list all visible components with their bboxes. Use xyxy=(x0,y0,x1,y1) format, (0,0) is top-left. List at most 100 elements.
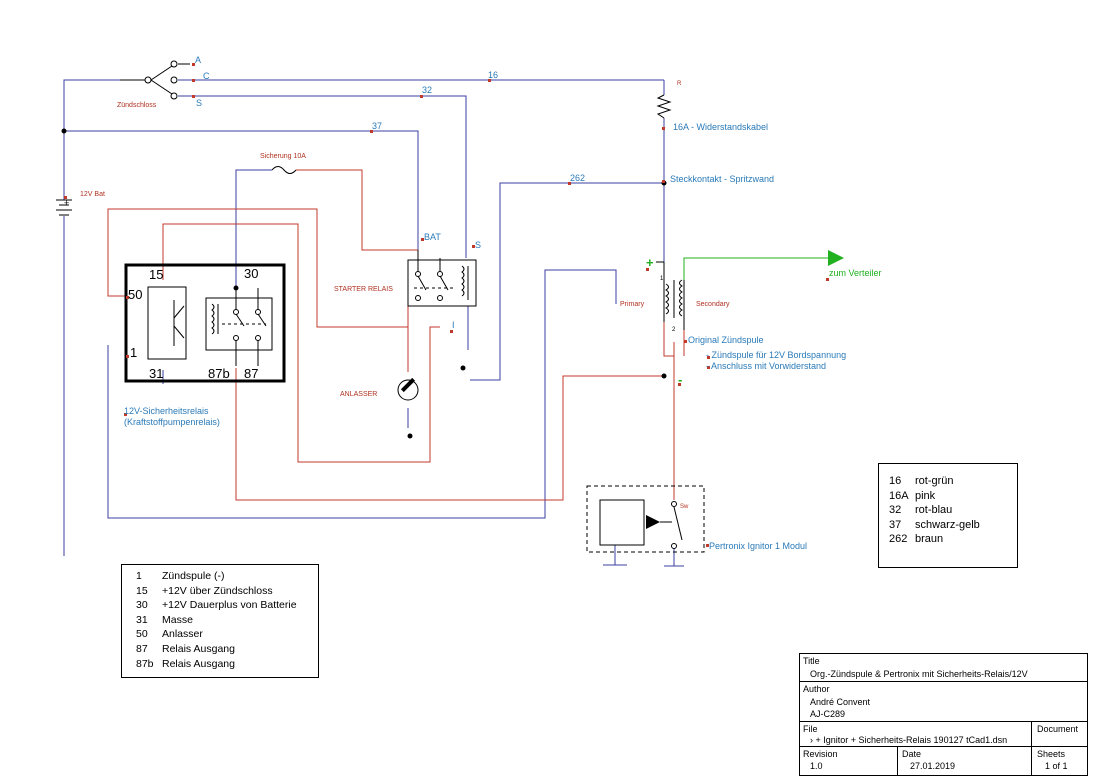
wire-37 xyxy=(64,130,419,258)
pin-87b: 87b xyxy=(208,366,230,381)
wire-87 xyxy=(235,368,664,501)
net-markers xyxy=(64,63,829,547)
distributor-label: zum Verteiler xyxy=(829,268,882,278)
wire-16-label: 16 xyxy=(488,70,498,80)
wire-32 xyxy=(178,95,467,258)
wire-15 xyxy=(162,223,440,463)
starter-label: ANLASSER xyxy=(340,391,377,398)
resistor-ref: R xyxy=(677,81,682,87)
coil-name: Original Zündspule xyxy=(688,335,764,345)
coil-pin2: 2 xyxy=(672,327,676,333)
distributor-arrow xyxy=(828,250,844,266)
pertronix-symbol xyxy=(586,485,705,553)
starter-relay-label: STARTER RELAIS xyxy=(334,286,393,293)
pin-50: 50 xyxy=(128,287,142,302)
wire-32-label: 32 xyxy=(422,85,432,95)
starter-relay-bat: BAT xyxy=(424,232,441,242)
red-wires xyxy=(107,169,685,501)
ignitor-label: Pertronix Ignitor 1 Modul xyxy=(709,541,807,551)
wire-fuse-bat xyxy=(296,169,418,251)
author-label: Author xyxy=(803,684,830,694)
starter-relay-i: I xyxy=(452,320,455,330)
pin-15: 15 xyxy=(149,267,163,282)
coil-secondary: Secondary xyxy=(696,301,730,308)
revision-cell: Revision 1.0 Date 27.01.2019 Sheets 1 of… xyxy=(800,747,1087,775)
date-label: Date xyxy=(902,749,922,759)
starter-relay-symbol xyxy=(407,250,477,307)
pin-87: 87 xyxy=(244,366,258,381)
coil-note-1: - Zündspule für 12V Bordspannung xyxy=(706,350,846,360)
wire-262-label: 262 xyxy=(570,173,585,183)
wire-battery-switch xyxy=(63,79,120,200)
sheets-value: 1 of 1 xyxy=(1045,761,1068,771)
ignition-coil-symbol xyxy=(656,261,685,330)
coil-pin1: 1 xyxy=(660,276,664,282)
pin-1: 1 xyxy=(130,345,137,360)
wire-87b-return xyxy=(107,269,617,519)
coil-minus: - xyxy=(678,372,682,387)
pin-30: 30 xyxy=(244,266,258,281)
coil-note-2: - Anschluss mit Vorwiderstand xyxy=(706,361,826,371)
safety-relay-symbol xyxy=(124,263,286,383)
legend-row: 15+12V über Zündschloss xyxy=(136,584,273,597)
connector-label: Steckkontakt - Spritzwand xyxy=(670,174,774,184)
file-value: › + Ignitor + Sicherheits-Relais 190127 … xyxy=(810,735,1008,745)
legend-row: 30+12V Dauerplus von Batterie xyxy=(136,599,297,612)
switch-pos-c: C xyxy=(203,71,210,81)
coil-primary: Primary xyxy=(620,301,645,308)
title-label: Title xyxy=(803,656,820,666)
ignition-switch-symbol xyxy=(120,60,190,100)
starter-motor-symbol xyxy=(397,377,419,401)
revision-label: Revision xyxy=(803,749,838,759)
blue-wires xyxy=(63,79,684,567)
fuse-symbol xyxy=(271,166,297,174)
sheets-label: Sheets xyxy=(1037,749,1066,759)
date-value: 27.01.2019 xyxy=(910,761,956,771)
coil-plus: + xyxy=(646,255,654,270)
author-value: André Convent xyxy=(810,697,871,707)
resistor-symbol xyxy=(656,94,672,119)
starter-relay-s: S xyxy=(475,240,481,250)
resistor-label: 16A - Widerstandskabel xyxy=(673,122,768,132)
junctions xyxy=(61,128,667,439)
battery-symbol xyxy=(56,199,72,216)
document-label: Document xyxy=(1037,724,1079,734)
file-label: File xyxy=(803,724,818,734)
wire-to-distributor xyxy=(683,257,828,280)
wire-pin30 xyxy=(235,169,272,288)
switch-pos-s: S xyxy=(196,98,202,108)
wire-37-label: 37 xyxy=(372,121,382,131)
wire-262 xyxy=(470,182,664,381)
title-cell: Title Org.-Zündspule & Pertronix mit Sic… xyxy=(800,654,1087,682)
title-value: Org.-Zündspule & Pertronix mit Sicherhei… xyxy=(810,669,1028,679)
author-cell: Author André Convent AJ-C289 xyxy=(800,682,1087,722)
switch-pos-a: A xyxy=(195,55,201,65)
switch-label: Zündschloss xyxy=(117,102,157,109)
wire-coil-minus xyxy=(663,322,675,500)
hv-wire xyxy=(683,257,828,280)
battery-plus: + xyxy=(64,198,69,208)
pin-31: 31 xyxy=(149,366,163,381)
revision-value: 1.0 xyxy=(810,761,823,771)
author-id: AJ-C289 xyxy=(810,709,846,719)
fuse-label: Sicherung 10A xyxy=(260,153,306,160)
safety-relay-sublabel: (Kraftstoffpumpenrelais) xyxy=(124,417,220,427)
wire-50 xyxy=(107,208,408,328)
title-block: Title Org.-Zündspule & Pertronix mit Sic… xyxy=(799,653,1088,776)
battery-label: 12V Bat xyxy=(80,191,105,198)
file-cell: File › + Ignitor + Sicherheits-Relais 19… xyxy=(800,722,1087,747)
safety-relay-label: 12V-Sicherheitsrelais xyxy=(124,406,209,416)
